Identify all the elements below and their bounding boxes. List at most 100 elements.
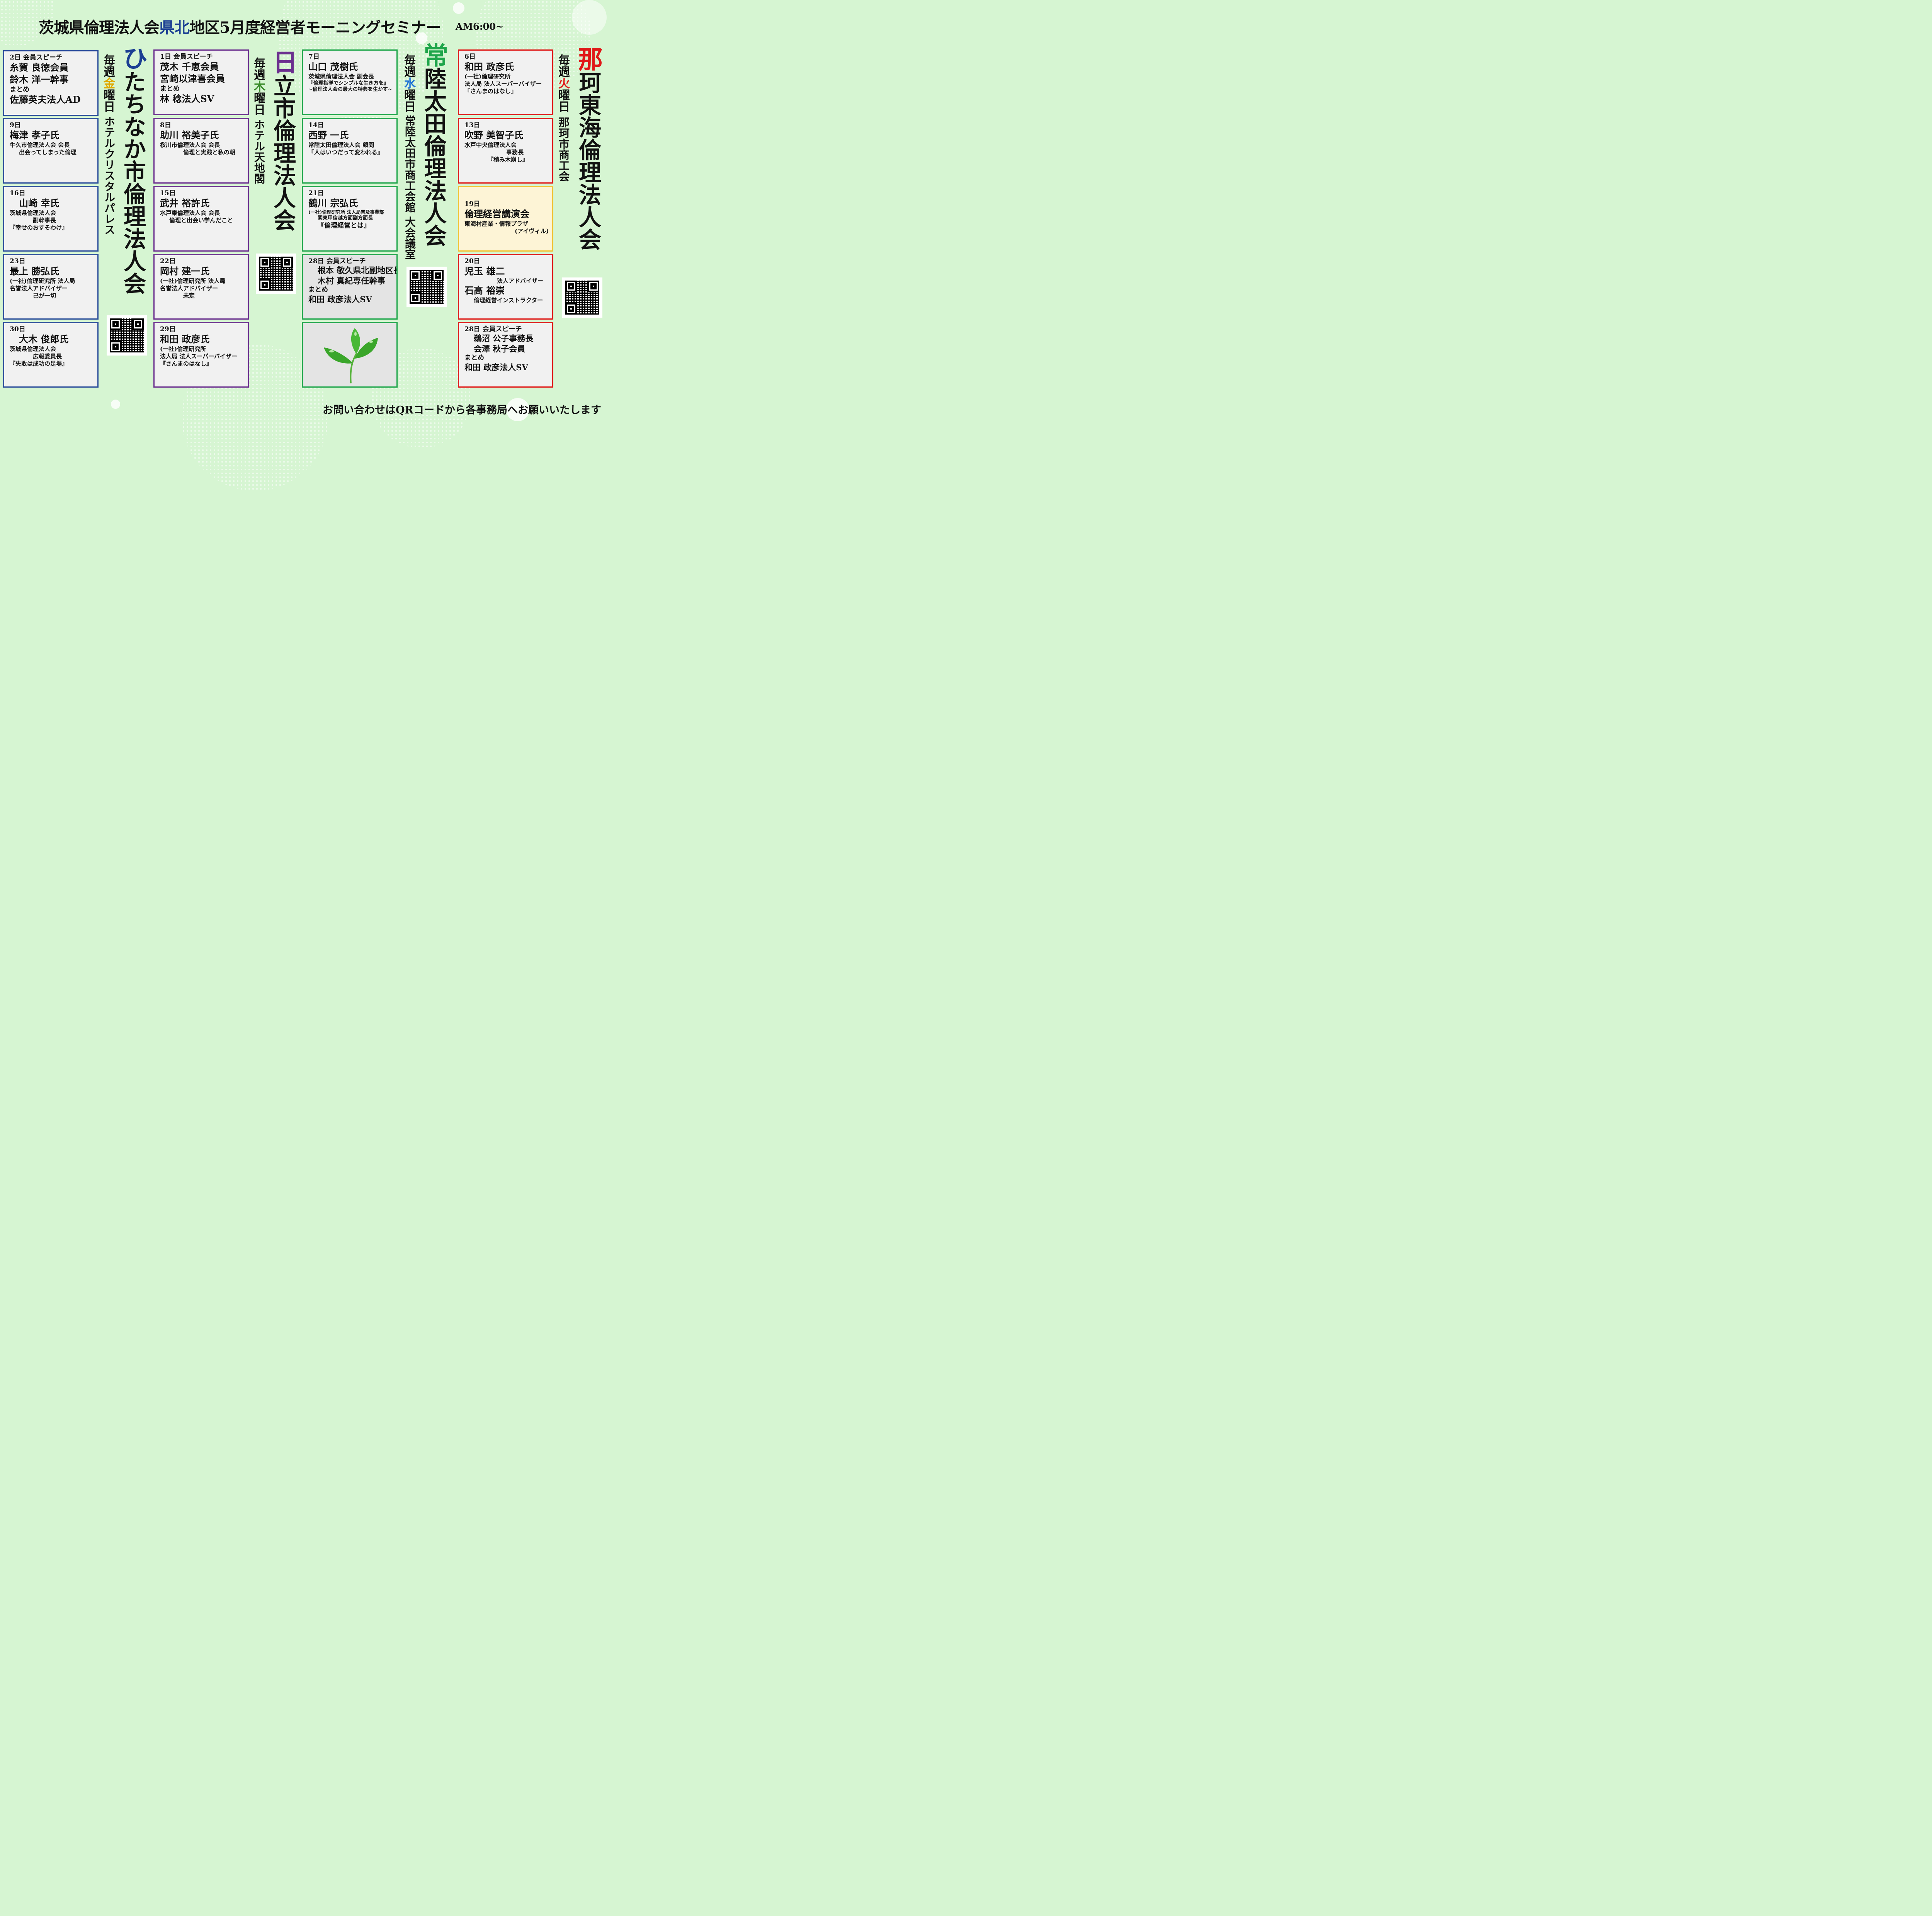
card-date: 8日	[160, 121, 171, 129]
card-date: 23日	[10, 257, 26, 265]
speaker-affiliation: (一社)倫理研究所 法人局	[160, 277, 226, 285]
nakatokai-card-20: 20日 児玉 雄二 法人アドバイザー 石高 裕崇 倫理経営インストラクター	[458, 254, 553, 320]
background-bubble	[506, 398, 529, 421]
event-title: 倫理経営講演会	[464, 208, 529, 220]
hitachiota-card-28: 28日 会員スピーチ 根本 敬久県北副地区長 木村 真紀専任幹事 まとめ 和田 …	[302, 254, 398, 320]
card-date: 6日	[464, 53, 476, 61]
hitachi-card-8: 8日 助川 裕美子氏 桜川市倫理法人会 会長 倫理と実践と私の朝	[153, 118, 249, 184]
speech-theme: 『倫理指導でシンプルな生き方を』	[308, 80, 389, 87]
speaker-name: 鈴木 洋一幹事	[10, 74, 69, 85]
hitachinaka-card-9: 9日 梅津 孝子氏 牛久市倫理法人会 会長 出会ってしまった倫理	[3, 118, 99, 184]
hitachiota-card-21: 21日 鶴川 宗弘氏 (一社)倫理研究所 法人局普及事業部 関東甲信越方面副方面…	[302, 186, 398, 252]
nakatokai-card-13: 13日 吹野 美智子氏 水戸中央倫理法人会 事務長 『積み木崩し』	[458, 118, 553, 184]
card-date: 1日 会員スピーチ	[160, 53, 213, 61]
leaf-icon	[324, 328, 378, 384]
day-prefix: 毎週	[402, 54, 415, 77]
title-part-prefecture: 茨城県倫理法人会	[39, 19, 160, 37]
day-kanji: 火	[556, 77, 570, 89]
nakatokai-club-name: 那珂東海倫理法人会	[574, 46, 603, 250]
speaker-affiliation: 水戸東倫理法人会 会長	[160, 209, 220, 217]
hitachi-card-15: 15日 武井 裕許氏 水戸東倫理法人会 会長 倫理と出会い学んだこと	[153, 186, 249, 252]
speech-theme: 倫理と実践と私の朝	[183, 149, 236, 156]
qr-code-icon[interactable]	[406, 267, 447, 307]
speech-theme: 『人はいつだって変われる』	[308, 149, 383, 156]
page-header: 茨城県倫理法人会県北地区5月度経営者モーニングセミナー AM6:00~	[39, 15, 503, 38]
day-suffix: 曜日	[556, 89, 570, 112]
hitachiota-club-name: 常陸太田倫理法人会	[419, 43, 448, 247]
card-date: 21日	[308, 189, 324, 197]
speaker-affiliation: (一社)倫理研究所	[464, 73, 511, 80]
qr-code-icon[interactable]	[256, 254, 296, 294]
speaker-name: 会澤 秋子会員	[474, 344, 526, 354]
speaker-affiliation: 茨城県倫理法人会	[10, 209, 56, 217]
card-date: 9日	[10, 121, 21, 129]
speech-theme: 『倫理経営とは』	[318, 221, 370, 230]
speaker-name: 武井 裕許氏	[160, 197, 210, 209]
background-bubble	[453, 2, 464, 14]
summary-label: まとめ	[464, 354, 484, 362]
speech-theme: 『さんまのはなし』	[464, 87, 517, 95]
speaker-title: 法人局 法人スーパーバイザー	[464, 80, 542, 88]
speaker-name: 岡村 建一氏	[160, 265, 210, 277]
card-date: 13日	[464, 121, 480, 129]
speech-theme: 出会ってしまった倫理	[19, 149, 77, 156]
qr-code-icon[interactable]	[562, 277, 602, 318]
background-bubble	[572, 0, 607, 35]
speaker-affiliation: 茨城県倫理法人会 副会長	[308, 73, 374, 80]
club-name-initial: ひ	[119, 46, 148, 70]
speaker-name: 山崎 幸氏	[19, 197, 60, 209]
speaker-name: 西野 一氏	[308, 129, 349, 141]
card-date: 30日	[10, 325, 26, 333]
speaker-name: 助川 裕美子氏	[160, 129, 219, 141]
speaker-title: 広報委員長	[33, 353, 62, 360]
speaker-affiliation: 牛久市倫理法人会 会長	[10, 141, 70, 149]
hitachi-card-29: 29日 和田 政彦氏 (一社)倫理研究所 法人局 法人スーパーバイザー 『さんま…	[153, 322, 249, 388]
hitachiota-card-14: 14日 西野 一氏 常陸太田倫理法人会 顧問 『人はいつだって変われる』	[302, 118, 398, 184]
leaf-illustration-card	[302, 322, 398, 388]
qr-code-icon[interactable]	[107, 315, 147, 356]
card-date: 20日	[464, 257, 480, 265]
speaker-title: 名誉法人アドバイザー	[10, 285, 68, 292]
speaker-affiliation: 常陸太田倫理法人会 顧問	[308, 141, 374, 149]
card-date: 16日	[10, 189, 26, 197]
title-part-region: 県北	[159, 19, 190, 37]
day-kanji: 金	[101, 77, 115, 89]
speech-theme: 『失敗は成功の足場』	[10, 360, 68, 367]
background-bubble	[111, 400, 120, 409]
summary-name: 林 稔法人SV	[160, 93, 214, 105]
title-part-seminar: 地区5月度経営者モーニングセミナー	[189, 19, 441, 37]
start-time: AM6:00~	[455, 20, 504, 32]
card-date: 28日 会員スピーチ	[308, 257, 366, 265]
contact-footer: お問い合わせはQRコードから各事務局へお願いいたします	[323, 404, 601, 416]
club-name-initial: 日	[269, 49, 298, 74]
day-suffix: 曜日	[101, 89, 115, 112]
hitachinaka-venue: ホテルクリスタルパレス	[103, 116, 116, 235]
club-name-rest: 立市倫理法人会	[270, 74, 296, 231]
speaker-name: 吹野 美智子氏	[464, 129, 524, 141]
speaker-name: 和田 政彦氏	[160, 334, 210, 345]
speaker-name: 梅津 孝子氏	[10, 129, 60, 141]
card-date: 2日 会員スピーチ	[10, 54, 63, 61]
card-date: 28日 会員スピーチ	[464, 325, 522, 333]
club-name-initial: 那	[574, 46, 603, 71]
speaker-title: 関東甲信越方面副方面長	[318, 215, 373, 221]
club-name-rest: 陸太田倫理法人会	[420, 67, 447, 247]
nakatokai-venue: 那珂市商工会	[557, 117, 570, 182]
summary-label: まとめ	[308, 286, 328, 294]
speaker-title: 名誉法人アドバイザー	[160, 285, 218, 292]
speaker-name: 木村 真紀専任幹事	[318, 276, 386, 286]
day-kanji: 水	[402, 77, 415, 89]
speech-theme: 『さんまのはなし』	[160, 360, 213, 367]
speaker-name: 茂木 千恵会員	[160, 61, 219, 73]
hitachiota-meeting-day: 毎週水曜日	[402, 54, 415, 112]
club-name-rest: たちなか市倫理法人会	[120, 70, 146, 294]
hitachinaka-card-23: 23日 最上 勝弘氏 (一社)倫理研究所 法人局 名誉法人アドバイザー 己が一切	[3, 254, 99, 320]
day-prefix: 毎週	[101, 54, 115, 77]
speaker-name: 児玉 雄二	[464, 265, 505, 277]
card-date: 14日	[308, 121, 324, 129]
club-name-rest: 珂東海倫理法人会	[575, 71, 601, 250]
hitachi-meeting-day: 毎週木曜日	[252, 57, 265, 115]
speaker-name: 鵜沼 公子事務長	[474, 334, 534, 344]
summary-name: 和田 政彦法人SV	[308, 294, 372, 304]
hitachinaka-club-name: ひたちなか市倫理法人会	[119, 46, 148, 294]
